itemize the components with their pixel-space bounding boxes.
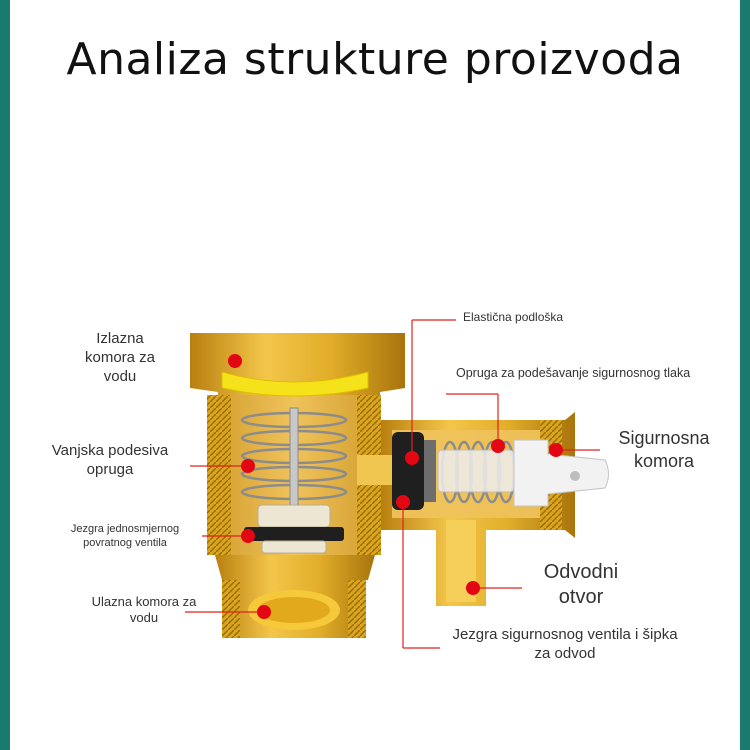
marker-safety-chamber: [549, 443, 563, 457]
page-title: Analiza strukture proizvoda: [66, 34, 684, 85]
label-elastic-washer: Elastična podloška: [463, 310, 564, 324]
safety-core-and-drain-rod: [437, 439, 609, 507]
label-safety-spring: Opruga za podešavanje sigurnosnog tlaka: [456, 366, 691, 380]
label-safety-core: Jezgra sigurnosnog ventila i šipka za od…: [452, 626, 678, 662]
marker-safety-spring: [491, 439, 505, 453]
callout-markers: [228, 354, 563, 619]
label-safety-chamber: Sigurnosna komora: [618, 428, 710, 471]
check-valve-stem: [289, 407, 299, 509]
check-valve-core-assembly: [244, 504, 344, 554]
label-check-valve-core: Jezgra jednosmjernog povratnog ventila: [70, 523, 180, 549]
marker-check-valve-core: [241, 529, 255, 543]
marker-drain-port: [466, 581, 480, 595]
marker-safety-core: [396, 495, 410, 509]
label-outlet-chamber: Izlazna komora za vodu: [84, 330, 156, 385]
marker-outer-spring: [241, 459, 255, 473]
right-frame-border: [740, 0, 750, 750]
elastic-washer-part: [392, 432, 436, 510]
label-outer-spring: Vanjska podesiva opruga: [51, 442, 169, 478]
leader-lines: [185, 319, 600, 649]
label-drain-port: Odvodni otvor: [543, 561, 619, 608]
marker-inlet-chamber: [257, 605, 271, 619]
yellow-seal-ring: [221, 371, 369, 397]
marker-outlet-chamber: [228, 354, 242, 368]
marker-elastic-washer: [405, 451, 419, 465]
left-frame-border: [0, 0, 10, 750]
label-inlet-chamber: Ulazna komora za vodu: [91, 594, 197, 626]
